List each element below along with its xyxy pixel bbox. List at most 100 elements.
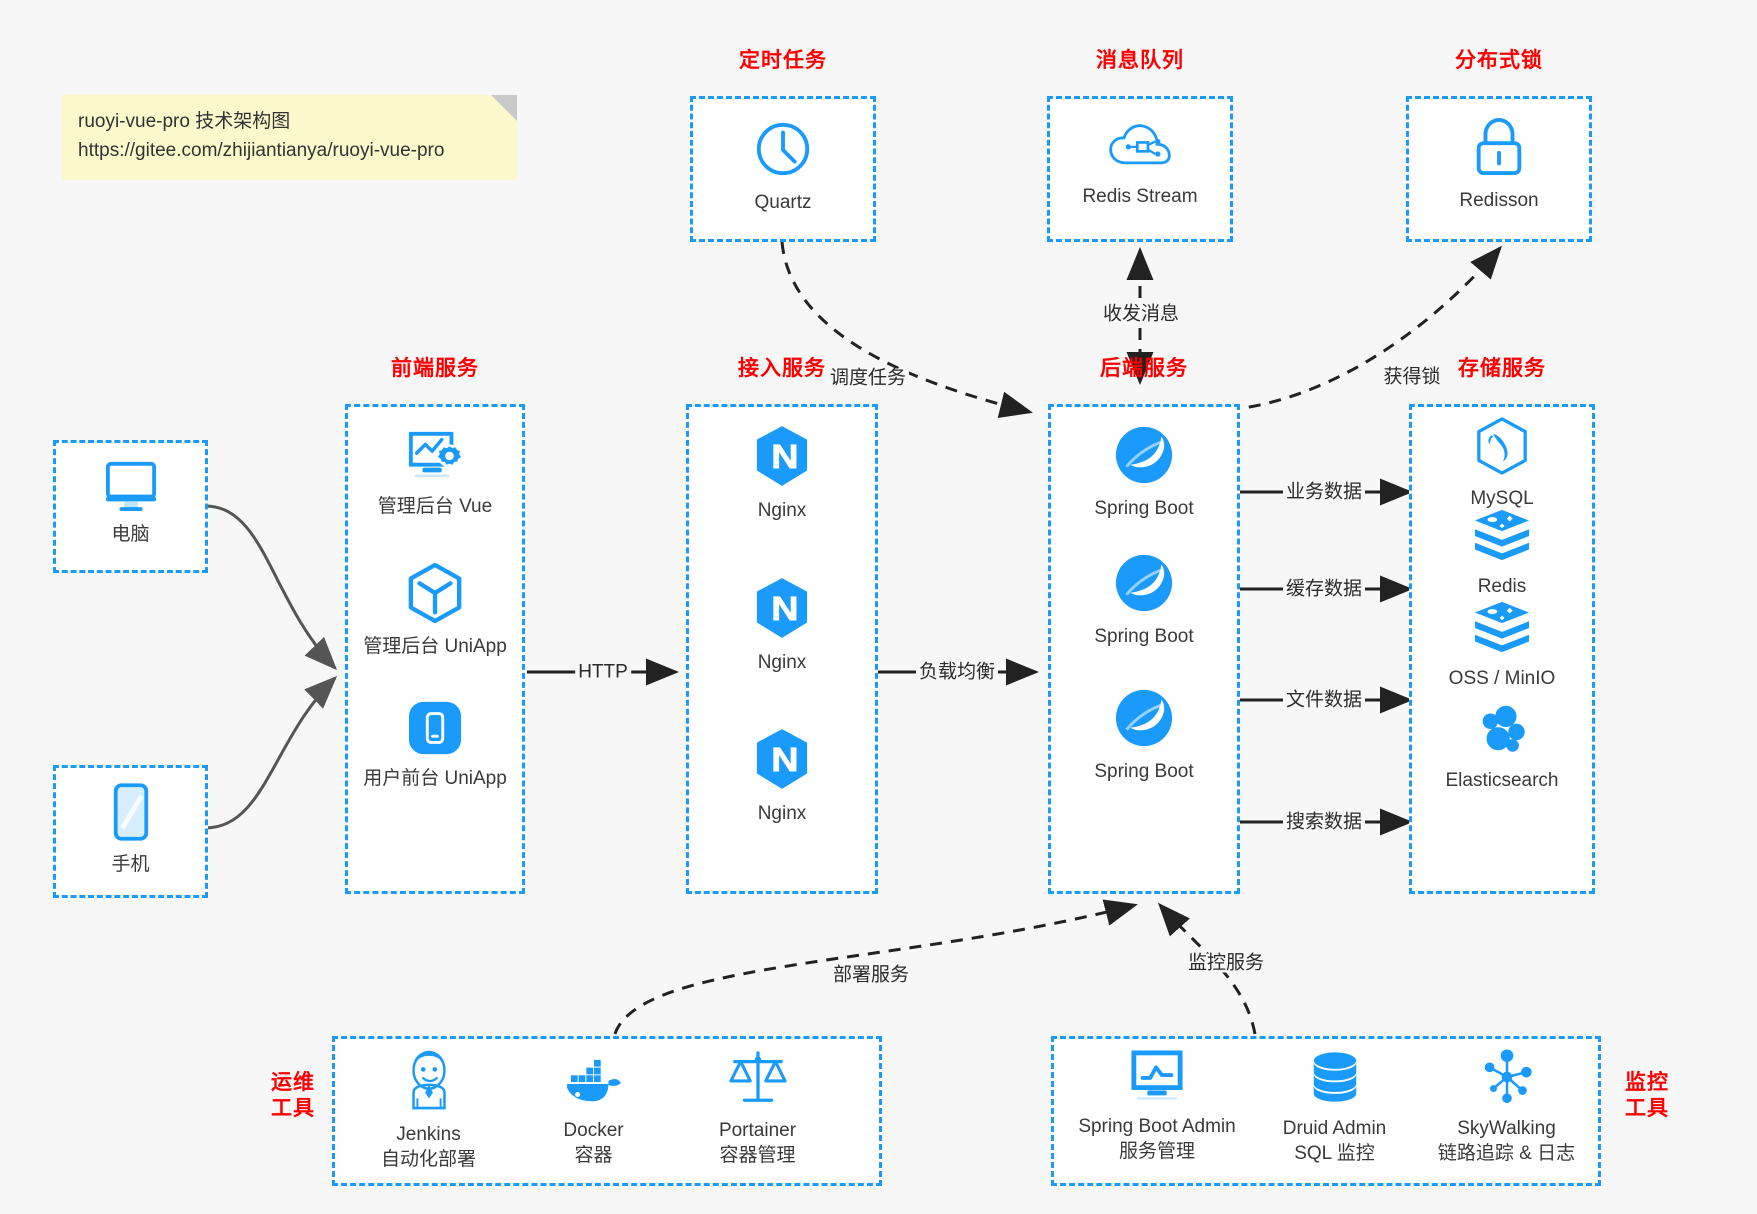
node-quartz[interactable]: Quartz (690, 118, 876, 216)
node-nginx-2[interactable]: Nginx (686, 576, 878, 676)
node-spring-boot-1[interactable]: Spring Boot (1048, 424, 1240, 522)
skywalking-nodes-icon (1478, 1048, 1536, 1111)
node-label: Portainer (718, 1120, 797, 1141)
node-user-uniapp[interactable]: 用户前台 UniApp (345, 700, 525, 792)
node-label: Spring Boot (1094, 761, 1194, 782)
edge-label-load-balance: 负载均衡 (915, 662, 999, 682)
group-title-storage: 存储服务 (1458, 357, 1546, 380)
node-oss-minio[interactable]: OSS / MinIO (1409, 600, 1595, 692)
node-skywalking[interactable]: SkyWalking 链路追踪 & 日志 (1414, 1048, 1599, 1166)
edge-label-schedule-task: 调度任务 (826, 368, 910, 388)
node-label: MySQL (1470, 488, 1534, 509)
node-label: Quartz (754, 192, 812, 213)
node-mobile[interactable]: 手机 (53, 782, 208, 878)
node-label: Nginx (757, 500, 807, 521)
spring-boot-icon (1113, 552, 1175, 619)
node-label: OSS / MinIO (1448, 668, 1556, 689)
note-fold-corner (491, 95, 517, 121)
group-title-monitor: 监控 工具 (1612, 1070, 1682, 1123)
edge-label-http: HTTP (575, 662, 631, 682)
group-title-mq: 消息队列 (1096, 49, 1184, 72)
nginx-icon (754, 424, 810, 493)
node-label: Spring Boot (1094, 498, 1194, 519)
group-title-frontend: 前端服务 (391, 357, 479, 380)
clock-icon (752, 118, 814, 185)
node-label: Elasticsearch (1445, 770, 1559, 791)
group-frontend (345, 404, 525, 894)
node-label: Jenkins (396, 1124, 461, 1145)
node-desktop[interactable]: 电脑 (53, 460, 208, 548)
node-mysql[interactable]: MySQL (1409, 416, 1595, 512)
node-label: Spring Boot (1094, 626, 1194, 647)
node-redis-stream[interactable]: Redis Stream (1047, 118, 1233, 210)
node-sublabel: 链路追踪 & 日志 (1437, 1142, 1576, 1164)
monitor-chart-icon (1128, 1050, 1186, 1109)
group-title-devops: 运维 工具 (258, 1070, 328, 1123)
node-sublabel: 自动化部署 (380, 1148, 476, 1170)
node-elasticsearch[interactable]: Elasticsearch (1409, 700, 1595, 794)
node-label: SkyWalking (1457, 1118, 1556, 1139)
group-scheduler (690, 96, 876, 242)
node-spring-boot-3[interactable]: Spring Boot (1048, 687, 1240, 785)
node-spring-boot-admin[interactable]: Spring Boot Admin 服务管理 (1062, 1050, 1252, 1164)
edge-label-business-data: 业务数据 (1282, 482, 1366, 502)
edge-label-acquire-lock: 获得锁 (1380, 367, 1444, 387)
node-docker[interactable]: Docker 容器 (511, 1058, 676, 1168)
database-icon (1307, 1050, 1363, 1111)
node-jenkins[interactable]: Jenkins 自动化部署 (346, 1050, 511, 1172)
edge-backend-to-lock (1227, 245, 1502, 412)
edge-mobile-to-frontend (204, 675, 338, 830)
node-label: 电脑 (111, 524, 150, 545)
group-title-devops-line2: 工具 (271, 1097, 315, 1121)
nginx-icon (754, 576, 810, 645)
edge-label-file-data: 文件数据 (1282, 690, 1366, 710)
node-redisson[interactable]: Redisson (1406, 116, 1592, 214)
node-druid-admin[interactable]: Druid Admin SQL 监控 (1252, 1050, 1417, 1166)
edge-desktop-to-frontend (204, 504, 338, 671)
node-nginx-1[interactable]: Nginx (686, 424, 878, 524)
lock-icon (1470, 116, 1528, 183)
redis-icon (1471, 600, 1533, 661)
node-label: 管理后台 Vue (377, 496, 493, 517)
group-title-lock: 分布式锁 (1455, 49, 1543, 72)
scales-icon (727, 1050, 789, 1113)
group-mq (1047, 96, 1233, 242)
docker-whale-icon (563, 1058, 625, 1113)
group-devops (332, 1036, 882, 1186)
node-label: Spring Boot Admin (1078, 1116, 1236, 1137)
node-label: Docker (563, 1120, 624, 1141)
group-title-devops-line1: 运维 (271, 1071, 315, 1094)
node-label: Nginx (757, 803, 807, 824)
node-label: 手机 (111, 854, 150, 875)
edge-label-search-data: 搜索数据 (1282, 812, 1366, 832)
node-sublabel: 服务管理 (1118, 1140, 1195, 1162)
note-line-url: https://gitee.com/zhijiantianya/ruoyi-vu… (78, 140, 445, 162)
node-admin-uniapp[interactable]: 管理后台 UniApp (345, 562, 525, 660)
phone-app-icon (407, 700, 463, 761)
node-admin-vue[interactable]: 管理后台 Vue (345, 428, 525, 520)
cloud-stream-icon (1108, 118, 1172, 179)
edge-label-cache-data: 缓存数据 (1282, 579, 1366, 599)
group-title-gateway: 接入服务 (738, 357, 826, 380)
group-backend (1048, 404, 1240, 894)
node-spring-boot-2[interactable]: Spring Boot (1048, 552, 1240, 650)
node-label: Redis Stream (1082, 186, 1198, 207)
node-label: Redis (1477, 576, 1527, 597)
edge-label-send-receive-msg: 收发消息 (1099, 304, 1183, 324)
node-portainer[interactable]: Portainer 容器管理 (675, 1050, 840, 1168)
node-label: Druid Admin (1282, 1118, 1387, 1139)
group-title-monitor-line1: 监控 (1625, 1071, 1669, 1094)
node-redis[interactable]: Redis (1409, 508, 1595, 600)
elasticsearch-icon (1473, 700, 1531, 763)
node-nginx-3[interactable]: Nginx (686, 727, 878, 827)
mobile-icon (110, 782, 152, 847)
group-title-monitor-line2: 工具 (1625, 1097, 1669, 1121)
diagram-note: ruoyi-vue-pro 技术架构图 https://gitee.com/zh… (62, 95, 517, 180)
note-line-title: ruoyi-vue-pro 技术架构图 (78, 111, 291, 132)
node-label: Nginx (757, 652, 807, 673)
edge-label-deploy-service: 部署服务 (829, 965, 913, 985)
jenkins-butler-icon (400, 1050, 458, 1117)
node-label: 用户前台 UniApp (363, 768, 507, 789)
spring-boot-icon (1113, 687, 1175, 754)
